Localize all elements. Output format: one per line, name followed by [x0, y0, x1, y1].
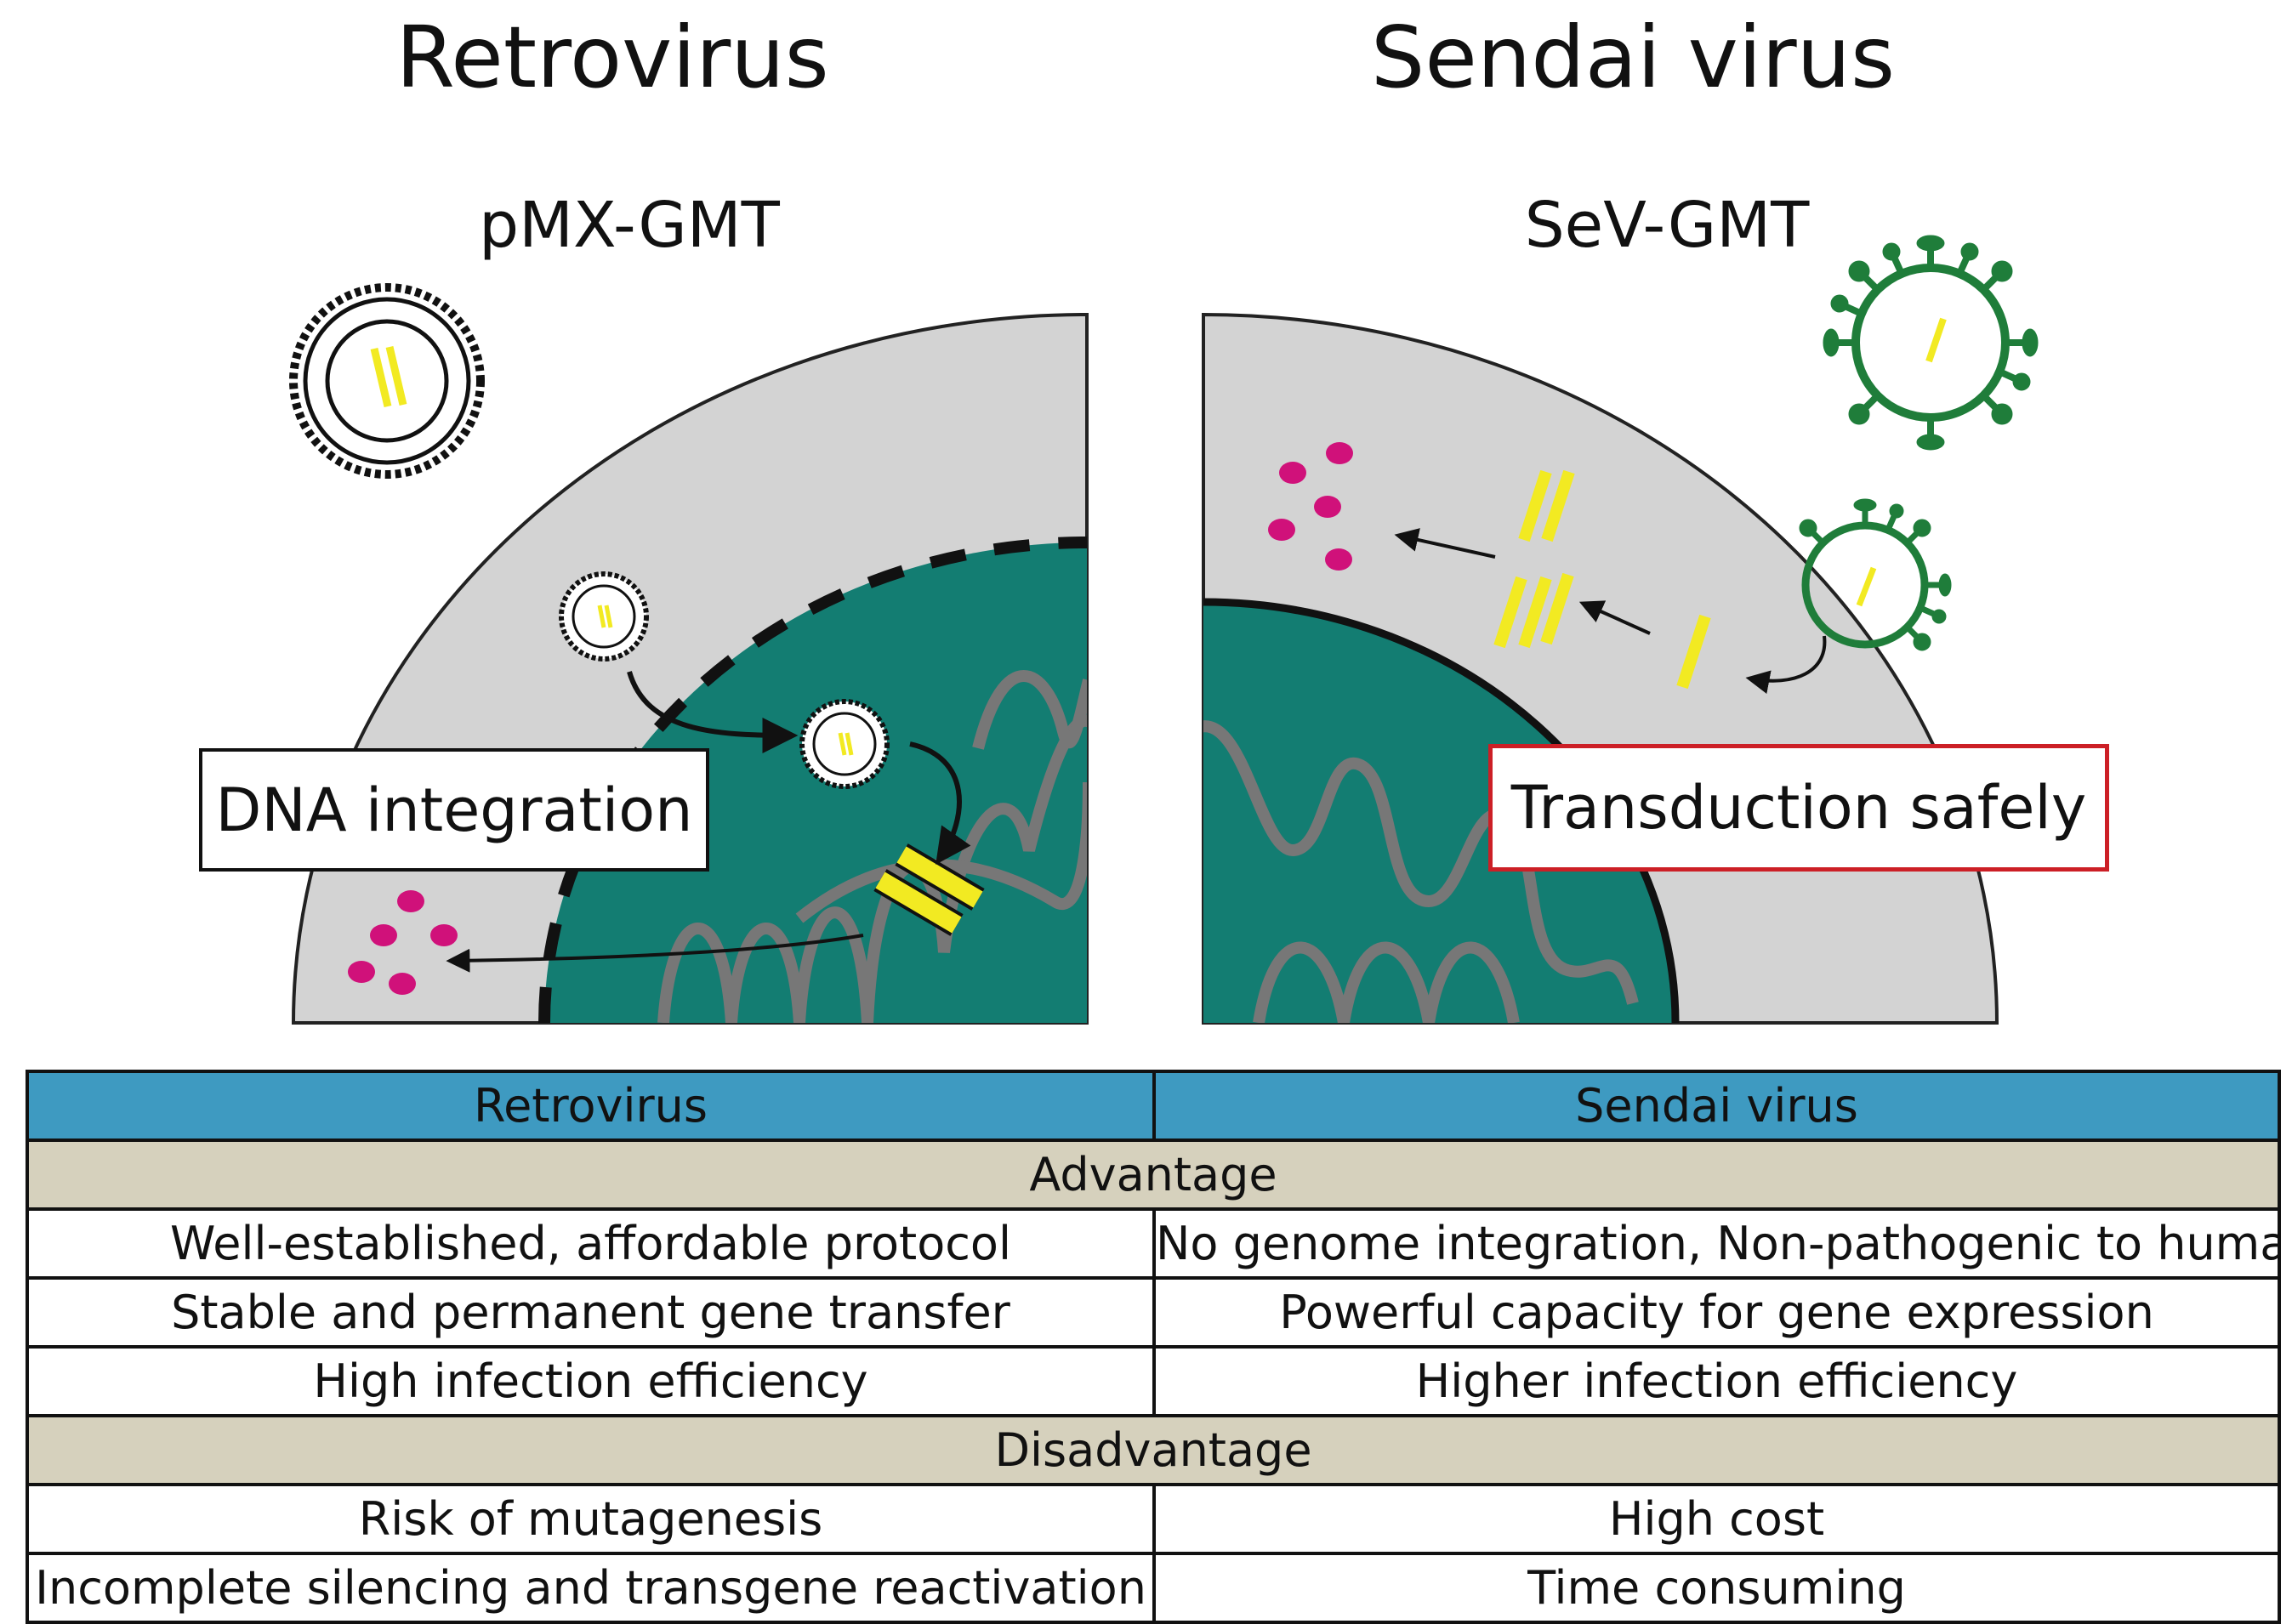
entry-arrow	[627, 671, 799, 753]
table-row: Well-established, affordable protocol No…	[26, 1207, 2281, 1280]
table-row: Incomplete silencing and transgene react…	[26, 1552, 2281, 1624]
table-row: Stable and permanent gene transfer Power…	[26, 1276, 2281, 1349]
sendai-virus-fusing-icon	[1799, 498, 1952, 651]
header-cell-sendai: Sendai virus	[1152, 1070, 2281, 1142]
retrovirus-small-icon	[559, 571, 649, 662]
left-nuclear-envelope	[538, 537, 1088, 1024]
illustration	[289, 235, 2039, 1025]
transduction-safely-callout: Transduction safely	[1488, 744, 2109, 872]
integration-arrow	[909, 741, 971, 865]
fusion-arrow	[1745, 635, 1827, 694]
sendai-rna-copies	[1493, 469, 1711, 690]
left-chromatin	[657, 670, 1087, 1023]
right-nuclear-envelope	[1203, 598, 1680, 1024]
sendai-virus-particle-icon	[1823, 235, 2039, 451]
table-header-row: Retrovirus Sendai virus	[26, 1070, 2281, 1142]
left-vector-label: pMX-GMT	[479, 189, 780, 262]
diagram: Retrovirus Sendai virus pMX-GMT SeV-GMT …	[199, 8, 2109, 1025]
expression-arrow-right	[1394, 528, 1496, 559]
table-row: Risk of mutagenesis High cost	[26, 1483, 2281, 1555]
integrated-gene	[875, 872, 962, 934]
replication-arrow	[1578, 600, 1651, 635]
retrovirus-particle-icon	[289, 283, 485, 479]
table-cell: High cost	[1152, 1483, 2281, 1555]
table-cell: Powerful capacity for gene expression	[1152, 1276, 2281, 1349]
left-proteins	[348, 890, 458, 995]
table-cell: Incomplete silencing and transgene react…	[26, 1552, 1156, 1624]
table-row: High infection efficiency Higher infecti…	[26, 1345, 2281, 1417]
table-cell: High infection efficiency	[26, 1345, 1156, 1417]
expression-arrow-left	[446, 934, 864, 973]
sendai-cell	[1202, 312, 1999, 1025]
table-cell: Higher infection efficiency	[1152, 1345, 2281, 1417]
disadvantage-label: Disadvantage	[26, 1414, 2281, 1486]
table-cell: Stable and permanent gene transfer	[26, 1276, 1156, 1349]
dna-integration-callout: DNA integration	[199, 748, 709, 872]
advantage-label: Advantage	[26, 1139, 2281, 1211]
comparison-table: Retrovirus Sendai virus Advantage Well-e…	[26, 1070, 2281, 1624]
advantage-section-row: Advantage	[26, 1139, 2281, 1211]
retrovirus-nucleus-entry-icon	[799, 699, 890, 789]
table-cell: No genome integration, Non-pathogenic to…	[1152, 1207, 2281, 1280]
left-title: Retrovirus	[395, 8, 829, 107]
table-cell: Time consuming	[1152, 1552, 2281, 1624]
right-vector-label: SeV-GMT	[1524, 189, 1810, 262]
disadvantage-section-row: Disadvantage	[26, 1414, 2281, 1486]
right-chromatin	[1203, 720, 1639, 1023]
right-proteins	[1268, 442, 1353, 571]
right-title: Sendai virus	[1370, 8, 1896, 107]
right-nucleus	[1203, 602, 1675, 1023]
table-cell: Well-established, affordable protocol	[26, 1207, 1156, 1280]
header-cell-retrovirus: Retrovirus	[26, 1070, 1156, 1142]
table-cell: Risk of mutagenesis	[26, 1483, 1156, 1555]
